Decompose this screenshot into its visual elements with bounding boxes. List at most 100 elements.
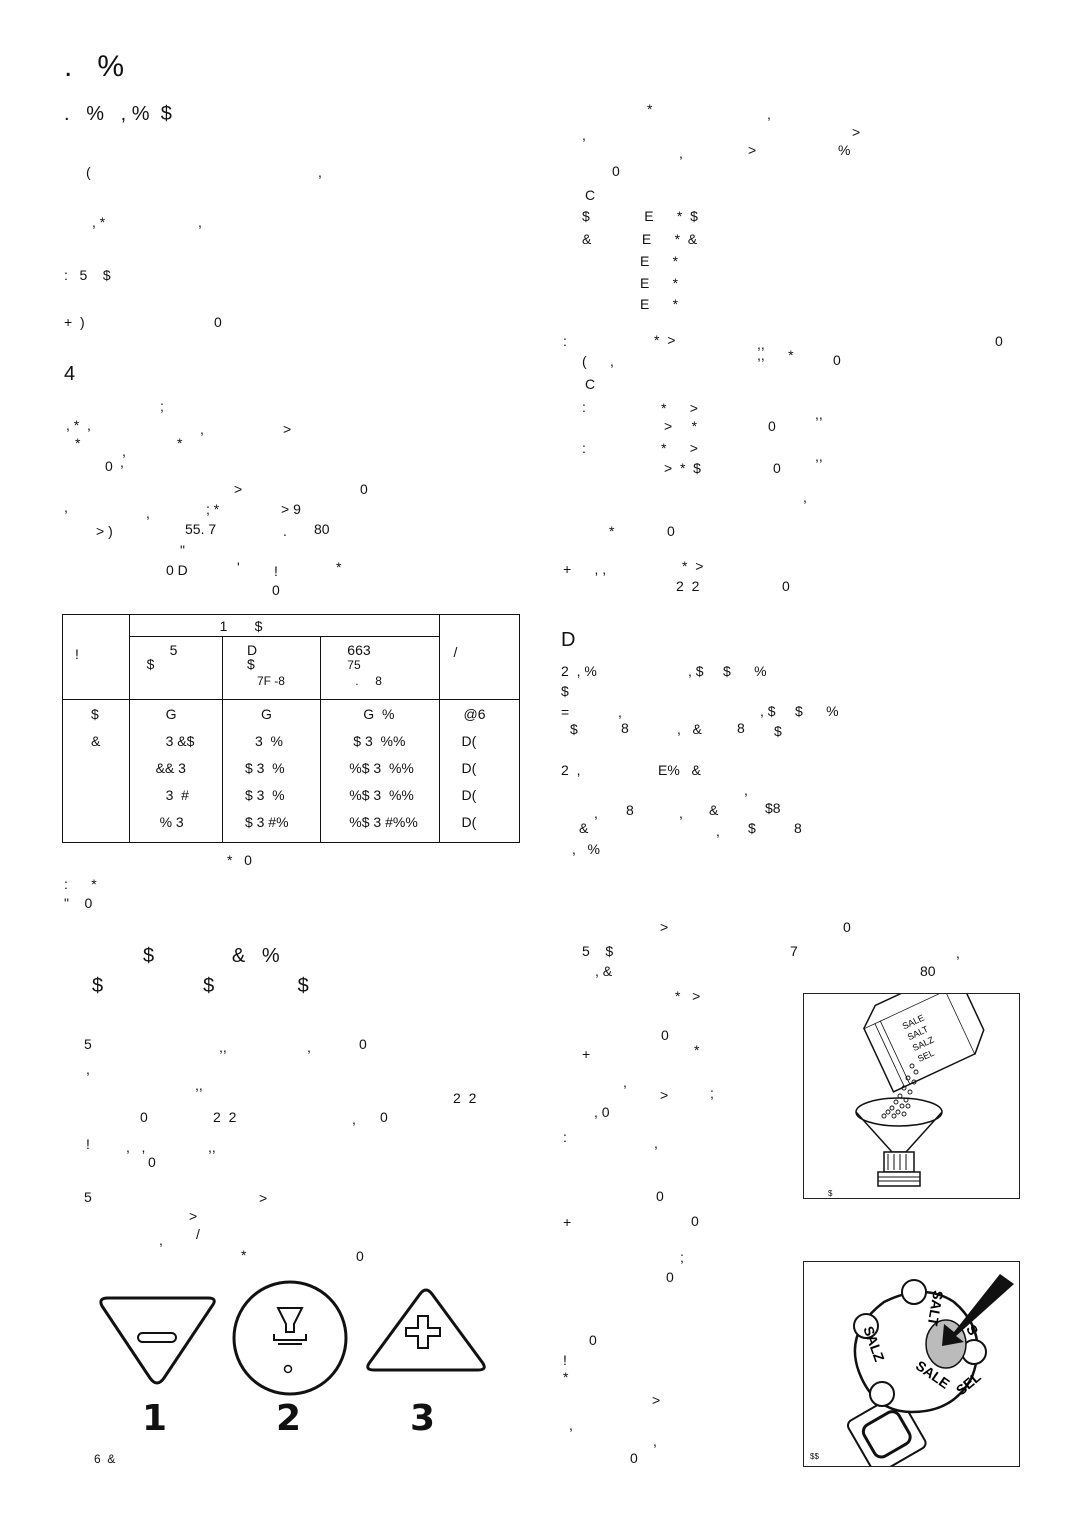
text-fragment: > * [664, 418, 698, 434]
section-heading-2: 4 [64, 363, 76, 385]
text-fragment: ( [86, 164, 91, 180]
water-hardness-table: ! 1 $ / 5 $ D $ 7F -8 663 75 . 8 $ G G G… [62, 614, 520, 843]
text-fragment: , [679, 145, 683, 161]
text-fragment: > [283, 421, 292, 437]
text-fragment: . [283, 523, 287, 539]
text-fragment: , [64, 499, 68, 515]
text-fragment: 0 [661, 1027, 669, 1043]
text-fragment: 0 [359, 1036, 367, 1052]
text-fragment: 0 [691, 1213, 699, 1229]
table-span-header: 1 $ [128, 614, 440, 637]
table-corner: ! [62, 614, 130, 700]
text-fragment: * > [661, 440, 698, 456]
text-fragment: 8 [737, 720, 745, 736]
text-fragment: > [259, 1190, 268, 1206]
text-fragment: $ [774, 723, 782, 739]
text-fragment: 0 [140, 1109, 148, 1125]
section-heading-right: D [561, 629, 576, 651]
text-fragment: , * , [66, 417, 91, 433]
text-fragment: ; [160, 398, 164, 414]
text-fragment: / [196, 1226, 200, 1242]
control-buttons-illustration [99, 1280, 486, 1396]
col-head-1-l2: $ [146, 656, 155, 672]
text-fragment: , [654, 1135, 658, 1151]
salt-cap-caption: $$ [810, 1452, 819, 1461]
text-fragment: " 0 [64, 895, 93, 911]
text-fragment: , [582, 127, 586, 143]
text-fragment: > [660, 919, 669, 935]
text-fragment: $ [570, 721, 578, 737]
table-row-label: & [91, 732, 101, 749]
text-fragment: * [241, 1247, 247, 1263]
text-fragment: : * [64, 876, 97, 892]
text-fragment: ,, [208, 1139, 216, 1155]
text-fragment: : [563, 1129, 567, 1145]
text-fragment: & [709, 802, 719, 818]
col-head-3-l2: 75 [347, 658, 361, 672]
text-fragment: " [180, 542, 185, 558]
table-cell: D( [461, 786, 477, 803]
text-fragment: , $ $ % [760, 703, 839, 719]
text-fragment: * > [675, 988, 701, 1004]
table-cell: && 3 [155, 759, 186, 776]
text-fragment: 0 [105, 458, 113, 474]
text-fragment: , & [595, 963, 613, 979]
text-fragment: * [177, 435, 183, 451]
text-fragment: ,, * [757, 347, 794, 363]
salt-cap-figure: SALZ SALE SEL SALT S $$ [803, 1261, 1020, 1475]
col-head-2-l3: 7F -8 [256, 674, 285, 688]
salt-funnel-caption: $ [828, 1189, 833, 1198]
text-fragment: 0 [380, 1109, 388, 1125]
button-number-1: 1 [142, 1398, 168, 1439]
table-cell: G [260, 706, 272, 722]
text-fragment: 0 [666, 1269, 674, 1285]
salt-funnel-drawing: SALE SALT SALZ SEL [855, 966, 985, 1187]
text-fragment: * > [654, 332, 676, 348]
text-fragment: ,, [195, 1077, 203, 1093]
text-fragment: > 9 [281, 501, 301, 517]
text-fragment: , $ $ % [688, 663, 767, 679]
text-fragment: 8 [794, 820, 802, 836]
text-fragment: 5 $ [582, 943, 614, 959]
table-row-label: $ [91, 706, 99, 722]
text-fragment: & [579, 820, 589, 836]
text-fragment: * [336, 559, 342, 575]
text-fragment: > [852, 124, 861, 140]
table-cell: %$ 3 %% [349, 759, 414, 776]
table-cell: % 3 [159, 813, 184, 830]
table-row: & 3 &$ 3 % $ 3 %% D( [62, 727, 520, 755]
text-fragment: : [582, 440, 586, 456]
table-row: && 3 $ 3 % %$ 3 %% D( [62, 754, 520, 782]
text-fragment: C [585, 376, 596, 392]
text-fragment: + [563, 1214, 572, 1230]
table-cell: $ 3 #% [244, 813, 289, 830]
col-head-4-l1: / [453, 644, 458, 660]
text-fragment: : [582, 399, 586, 415]
text-fragment: $ [748, 820, 756, 836]
text-fragment: ,, [815, 406, 823, 422]
text-fragment: , [653, 1433, 657, 1449]
text-fragment: 0 [833, 352, 841, 368]
text-fragment: 2 2 [453, 1090, 477, 1106]
cap-label-4: SALT [925, 1289, 947, 1327]
text-fragment: , * [92, 214, 106, 230]
plus-button-icon [366, 1288, 486, 1372]
col-head-1-l1: 5 [169, 642, 178, 658]
text-fragment: 80 [920, 963, 936, 979]
text-fragment: , [352, 1111, 356, 1127]
table-row: $ G G G % @6 [62, 699, 520, 728]
text-fragment: ! [274, 563, 278, 579]
text-fragment: E * [640, 296, 679, 312]
text-fragment: : 5 $ [64, 267, 111, 283]
text-fragment: , 0 [594, 1104, 610, 1120]
text-fragment: % [838, 142, 851, 158]
table-span-header-text: 1 $ [219, 618, 263, 634]
text-fragment: 0 [782, 578, 790, 594]
text-fragment: , , [126, 1139, 146, 1155]
text-fragment: ,, [757, 336, 765, 352]
text-fragment: ; [710, 1085, 714, 1101]
text-fragment: , [120, 454, 124, 470]
text-fragment: + ) [64, 314, 85, 330]
text-fragment: , [146, 505, 150, 521]
page-title: . % [64, 50, 125, 83]
